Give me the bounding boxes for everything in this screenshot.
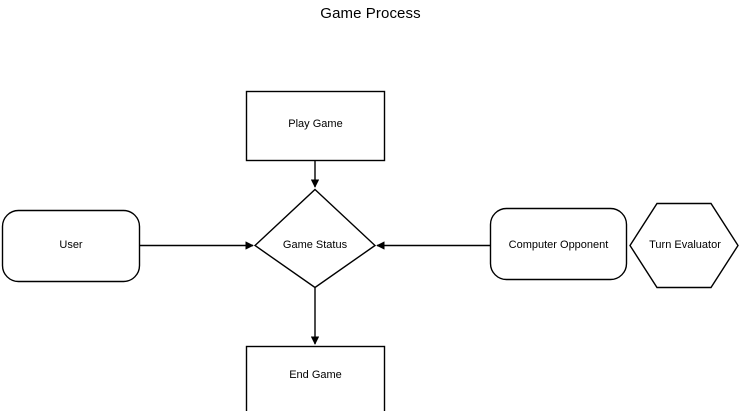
node-computer-opponent[interactable] bbox=[489, 207, 628, 281]
diagram-title: Game Process bbox=[320, 5, 421, 22]
node-turn-evaluator[interactable] bbox=[629, 202, 739, 289]
node-user[interactable] bbox=[1, 209, 141, 283]
node-end-game[interactable] bbox=[245, 345, 386, 411]
node-play-game[interactable] bbox=[245, 90, 386, 162]
node-game-status[interactable] bbox=[253, 188, 377, 289]
